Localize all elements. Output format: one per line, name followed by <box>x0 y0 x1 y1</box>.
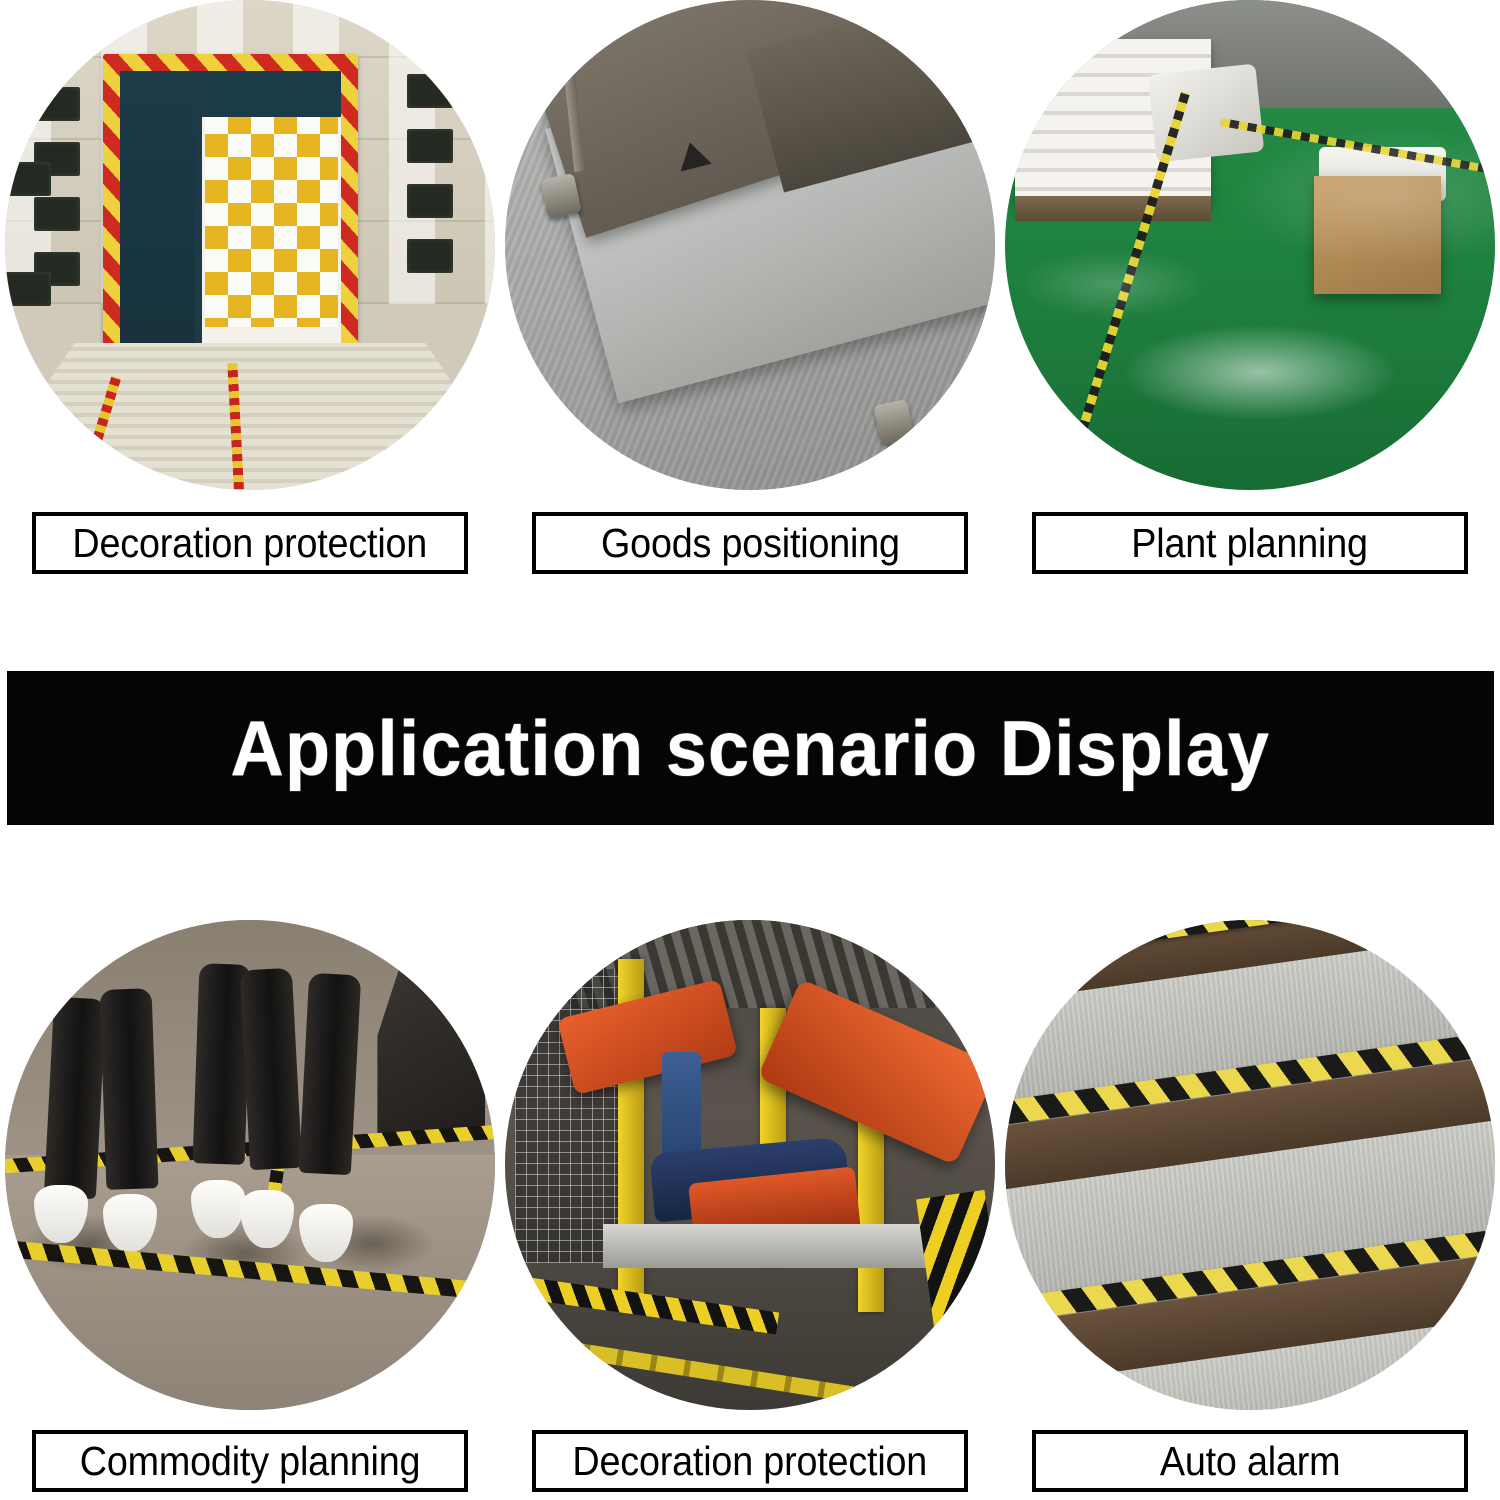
scenario-cell-decoration-protection-doorway <box>0 0 500 490</box>
mannequin-leg-2 <box>99 987 159 1190</box>
bottom-label-row: Commodity planning Decoration protection… <box>0 1430 1500 1492</box>
circle-photo-frame <box>505 0 995 490</box>
photo-decoration-protection-factory <box>505 920 995 1410</box>
banner-title: Application scenario Display <box>230 704 1271 792</box>
label-commodity-planning: Commodity planning <box>32 1430 468 1492</box>
label-plant-planning: Plant planning <box>1032 512 1468 574</box>
label-goods-positioning: Goods positioning <box>532 512 968 574</box>
vertical-red-banner <box>120 71 196 356</box>
poster-check-pattern <box>204 110 338 327</box>
wall-tile-grid <box>5 0 495 323</box>
mannequin-foot-3 <box>191 1179 246 1238</box>
circle-photo-frame <box>1005 0 1495 490</box>
mannequin-leg-1 <box>43 997 107 1200</box>
photo-auto-alarm-stairs <box>1005 920 1495 1410</box>
label-text: Commodity planning <box>79 1437 421 1484</box>
scenario-cell-commodity-planning <box>0 920 500 1410</box>
photo-goods-positioning-cart <box>505 0 995 490</box>
mannequin-leg-4 <box>239 967 303 1171</box>
label-cell-2: Goods positioning <box>500 512 1000 574</box>
label-cell-6: Auto alarm <box>1000 1430 1500 1492</box>
photo-commodity-planning-store <box>5 920 495 1410</box>
assembly-platform <box>603 1223 927 1268</box>
photo-decoration-protection-doorway <box>5 0 495 490</box>
bottom-photo-row <box>0 920 1500 1410</box>
doorway-opening <box>120 71 341 356</box>
label-text: Plant planning <box>1131 519 1369 566</box>
scenario-cell-auto-alarm <box>1000 920 1500 1410</box>
label-decoration-protection-bottom: Decoration protection <box>532 1430 968 1492</box>
circle-photo-frame <box>5 920 495 1410</box>
label-auto-alarm: Auto alarm <box>1032 1430 1468 1492</box>
top-photo-row <box>0 0 1500 490</box>
circle-photo-frame <box>505 920 995 1410</box>
label-text: Decoration protection <box>572 1437 928 1484</box>
top-label-row: Decoration protection Goods positioning … <box>0 512 1500 574</box>
label-text: Decoration protection <box>72 519 428 566</box>
scenario-cell-plant-planning <box>1000 0 1500 490</box>
protected-floor-covering <box>5 343 495 490</box>
floor-gloss-reflection <box>1005 0 1495 490</box>
checkered-poster <box>201 71 341 356</box>
circle-photo-frame <box>5 0 495 490</box>
label-decoration-protection-top: Decoration protection <box>32 512 468 574</box>
display-panel <box>377 969 486 1136</box>
mannequin-leg-5 <box>298 972 362 1176</box>
label-cell-5: Decoration protection <box>500 1430 1000 1492</box>
scenario-cell-goods-positioning <box>500 0 1000 490</box>
mannequin-foot-5 <box>299 1204 353 1263</box>
section-banner: Application scenario Display <box>7 671 1494 825</box>
mannequin-foot-4 <box>240 1189 295 1248</box>
label-text: Auto alarm <box>1159 1437 1341 1484</box>
circle-photo-frame <box>1005 920 1495 1410</box>
label-cell-1: Decoration protection <box>0 512 500 574</box>
mannequin-foot-1 <box>34 1184 89 1243</box>
photo-plant-planning-warehouse <box>1005 0 1495 490</box>
label-text: Goods positioning <box>600 519 900 566</box>
label-cell-3: Plant planning <box>1000 512 1500 574</box>
label-cell-4: Commodity planning <box>0 1430 500 1492</box>
poster-header-bar <box>201 71 341 117</box>
scenario-cell-decoration-protection-factory <box>500 920 1000 1410</box>
